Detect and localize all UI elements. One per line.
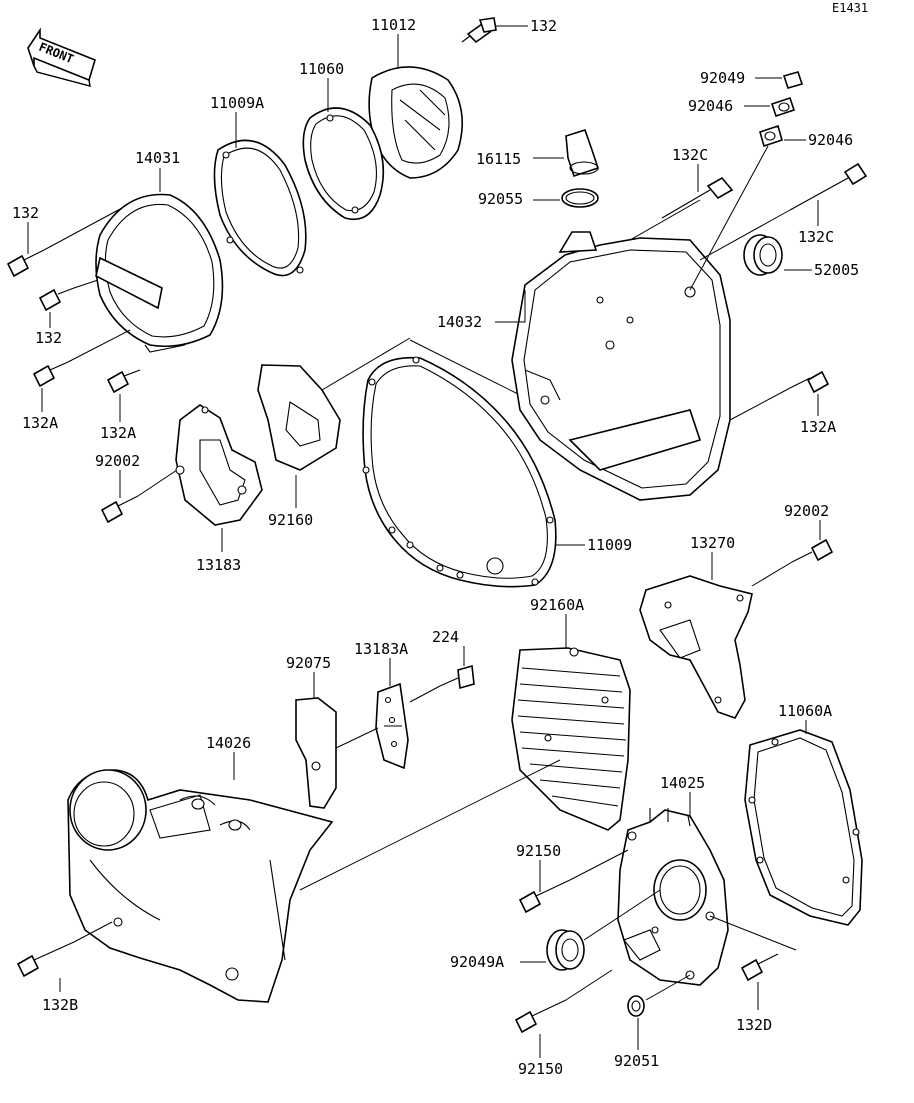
label-92150-b: 92150 xyxy=(518,1060,563,1078)
label-92160: 92160 xyxy=(268,511,313,529)
label-16115: 16115 xyxy=(476,150,521,168)
label-132a-left-1: 132A xyxy=(22,414,58,432)
part-92049-cap xyxy=(782,71,804,89)
part-92160-insulator xyxy=(257,337,411,471)
part-92055-o-ring xyxy=(561,188,599,208)
label-92160a: 92160A xyxy=(530,596,584,614)
part-92046-bushing-b xyxy=(759,124,783,148)
label-52005: 52005 xyxy=(814,261,859,279)
part-92046-bushing-a xyxy=(770,96,796,118)
label-132c-b: 132C xyxy=(798,228,834,246)
label-14032: 14032 xyxy=(437,313,482,331)
label-11060a: 11060A xyxy=(778,702,832,720)
label-92051: 92051 xyxy=(614,1052,659,1070)
part-11060a-gasket xyxy=(744,729,863,926)
label-92150-a: 92150 xyxy=(516,842,561,860)
diagram-code: E1431 xyxy=(832,1,868,15)
screw-224 xyxy=(439,664,475,690)
bolt-92002-left xyxy=(100,495,139,524)
label-13270: 13270 xyxy=(690,534,735,552)
label-132b: 132B xyxy=(42,996,78,1014)
label-11009a: 11009A xyxy=(210,94,264,112)
part-14025-cover xyxy=(617,808,729,986)
label-14025: 14025 xyxy=(660,774,705,792)
part-92049a-seal xyxy=(546,929,585,971)
bolt-132-left-2 xyxy=(38,287,75,312)
part-14026-cover xyxy=(67,769,334,1003)
bolt-132a-left-2 xyxy=(106,369,141,394)
label-92075: 92075 xyxy=(286,654,331,672)
label-92002-right: 92002 xyxy=(784,502,829,520)
part-14031-cover xyxy=(95,193,224,353)
bolt-132-left-1 xyxy=(6,249,45,278)
bolt-92150-b xyxy=(514,999,567,1034)
label-132d: 132D xyxy=(736,1016,772,1034)
part-14032-cover xyxy=(511,231,731,501)
label-92049a: 92049A xyxy=(450,953,504,971)
bolt-132b xyxy=(16,941,75,978)
bolt-132c-b xyxy=(789,162,868,211)
part-13183a-plate xyxy=(375,682,409,770)
bolt-132a-right xyxy=(789,370,830,394)
label-132-left-1: 132 xyxy=(12,204,39,222)
part-92160a-fins xyxy=(511,647,631,831)
label-132-top: 132 xyxy=(530,17,557,35)
part-92051-ring xyxy=(627,995,645,1017)
label-132a-right: 132A xyxy=(800,418,836,436)
label-11009: 11009 xyxy=(587,536,632,554)
label-14031: 14031 xyxy=(135,149,180,167)
label-14026: 14026 xyxy=(206,734,251,752)
label-11012: 11012 xyxy=(371,16,416,34)
front-arrow-icon: FRONT xyxy=(27,27,96,87)
label-132-left-2: 132 xyxy=(35,329,62,347)
bolt-132a-left-1 xyxy=(32,361,69,388)
part-52005-seal xyxy=(743,234,783,276)
label-13183a: 13183A xyxy=(354,640,408,658)
label-13183: 13183 xyxy=(196,556,241,574)
label-92046-a: 92046 xyxy=(688,97,733,115)
label-92055: 92055 xyxy=(478,190,523,208)
part-13270-bracket xyxy=(639,575,753,719)
part-11060-gasket xyxy=(302,107,385,220)
bolt-92150-a xyxy=(518,879,571,914)
bolt-132d xyxy=(740,953,779,982)
part-92075-pad xyxy=(295,697,337,809)
label-224: 224 xyxy=(432,628,459,646)
label-92046-b: 92046 xyxy=(808,131,853,149)
label-11060: 11060 xyxy=(299,60,344,78)
label-132c-a: 132C xyxy=(672,146,708,164)
bolt-92002-right xyxy=(791,538,834,563)
part-13183-plate xyxy=(175,404,263,526)
label-92002-left: 92002 xyxy=(95,452,140,470)
label-132a-left-2: 132A xyxy=(100,424,136,442)
part-11009-gasket xyxy=(362,356,557,588)
label-92049: 92049 xyxy=(700,69,745,87)
bolt-132-top xyxy=(461,17,497,44)
part-11009a-gasket xyxy=(213,139,307,277)
part-16115-cap xyxy=(565,129,600,178)
bolt-132c-a xyxy=(661,176,734,219)
